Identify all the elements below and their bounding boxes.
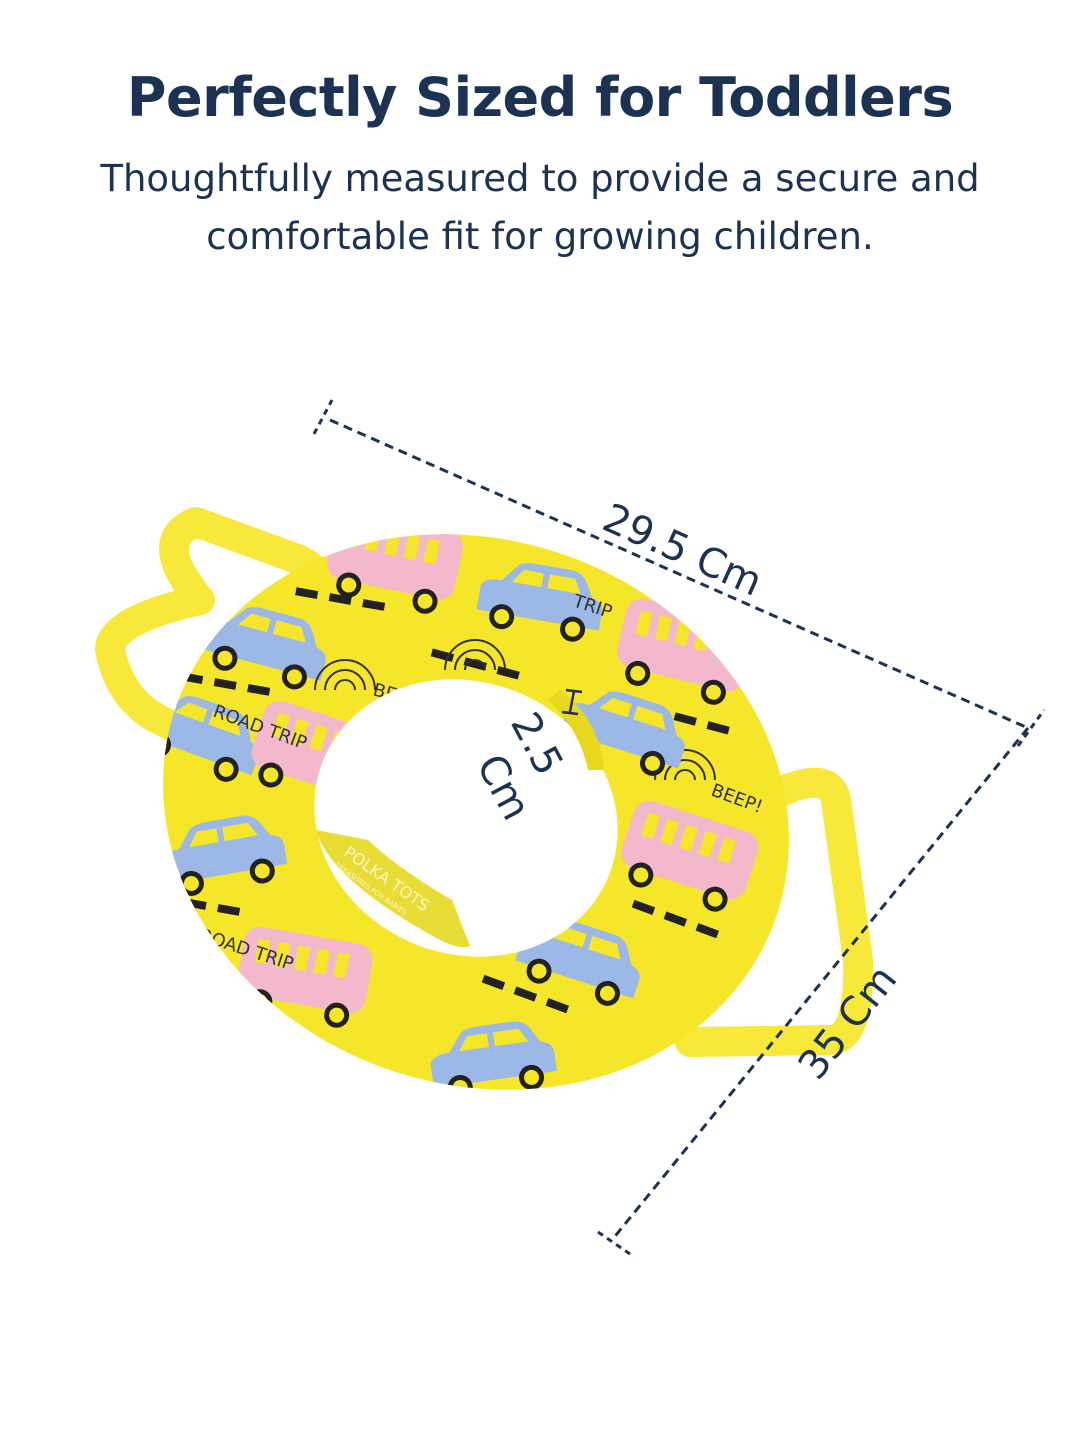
page-title: Perfectly Sized for Toddlers (126, 66, 954, 129)
potty-seat: BEEP! ROAD TRIP BEEP! ROAD TRIP TRIP POL… (84, 448, 789, 1177)
page-subtitle: Thoughtfully measured to provide a secur… (100, 157, 980, 258)
seat-inner-rim (316, 830, 470, 948)
right-handle (675, 767, 874, 1057)
